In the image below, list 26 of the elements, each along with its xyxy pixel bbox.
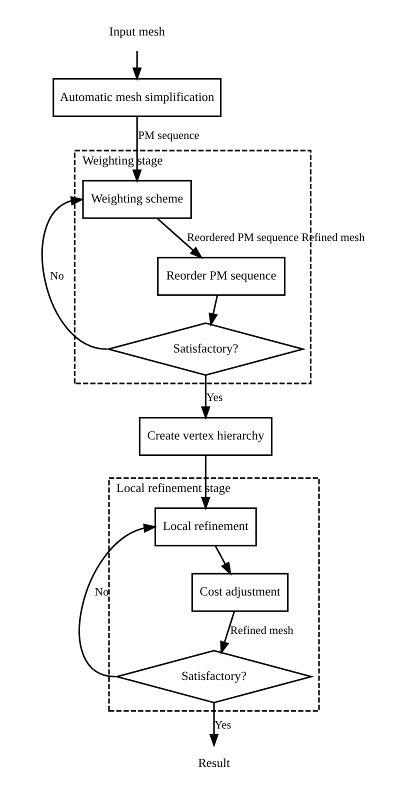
arrow <box>208 295 218 327</box>
node-text: Input mesh <box>109 24 165 38</box>
edge-label: No <box>94 586 109 598</box>
arrow <box>214 546 232 576</box>
edge-label: Reordered PM sequence Refined mesh <box>187 232 365 244</box>
arrow <box>220 611 236 655</box>
node-box: Local refinement <box>154 507 257 546</box>
node-diamond: Satisfactory? <box>105 322 306 376</box>
arrow <box>156 218 203 260</box>
edge-label: Refined mesh <box>230 624 294 637</box>
node-box: Automatic mesh simplification <box>52 78 222 118</box>
edge-label: PM sequence <box>138 130 200 142</box>
arrow <box>200 375 210 420</box>
arrow <box>209 702 219 748</box>
node-box: Cost adjustment <box>191 572 289 612</box>
node-diamond: Satisfactory? <box>114 650 314 704</box>
node-text: Result <box>198 756 230 770</box>
arrow <box>200 455 210 510</box>
arrow <box>78 523 158 678</box>
arrow <box>132 116 142 184</box>
node-box: Weighting scheme <box>82 180 192 219</box>
arrow <box>42 196 108 350</box>
node-box: Create vertex hierarchy <box>138 416 272 456</box>
edge-label: No <box>50 270 64 282</box>
arrow <box>132 51 142 82</box>
node-box: Reorder PM sequence <box>157 256 286 296</box>
